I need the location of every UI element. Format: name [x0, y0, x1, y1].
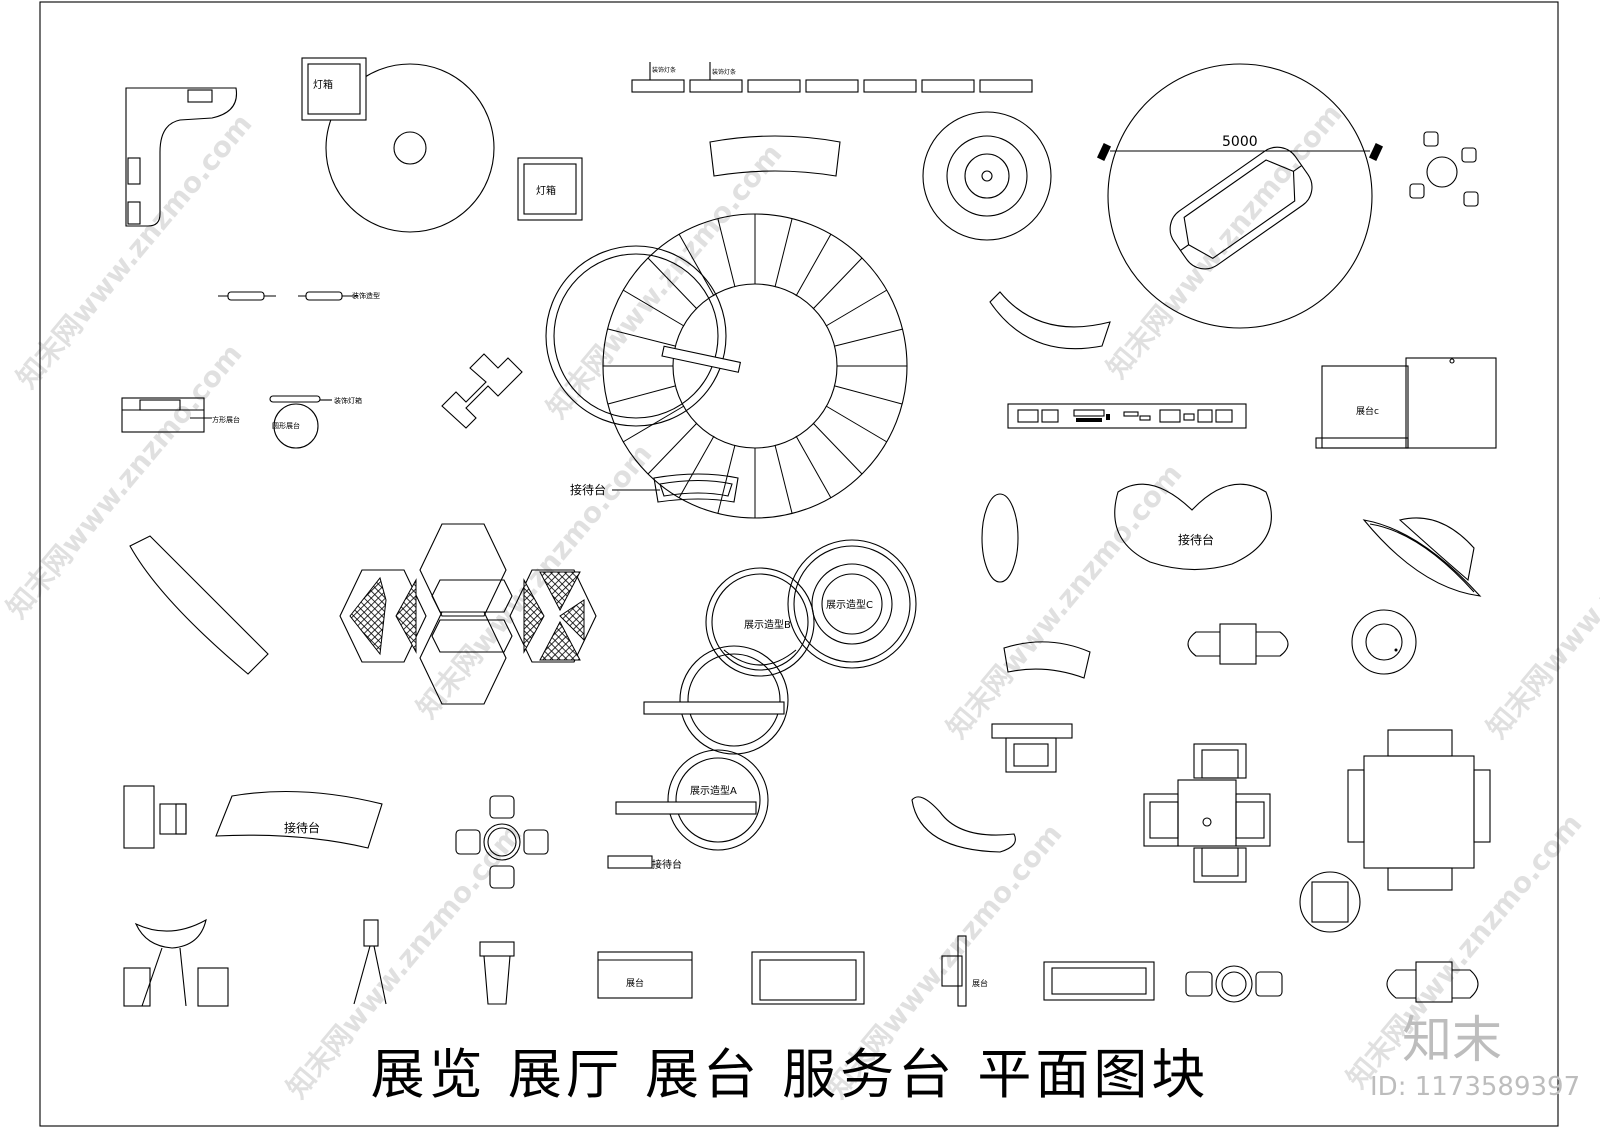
watermark: 知末网www.znzmo.com [1480, 457, 1600, 744]
display-form-b: 展示造型B [705, 567, 815, 677]
stand-c-label: 展台c [1356, 405, 1379, 417]
reception-label: 接待台 [1178, 532, 1214, 547]
round-stand-large: 灯箱 [301, 57, 495, 233]
dimension-label: 5000 [1222, 134, 1258, 150]
round-table-two-chairs [1185, 965, 1283, 1003]
watermark: 知末网www.znzmo.com [410, 437, 658, 724]
table-two-chairs [1187, 623, 1289, 665]
square-table-round [1299, 871, 1361, 933]
display-form-c: 展示造型C [787, 539, 917, 669]
sheet-title: 展览 展厅 展台 服务台 平面图块 [370, 1043, 1210, 1106]
long-table-box [1043, 961, 1155, 1001]
brand-logo-text: 知末 [1402, 1011, 1502, 1069]
round-stand-label: 圆形展台 [272, 421, 300, 430]
table-chair-bottom-right [1386, 961, 1479, 1003]
saucer-display [1362, 517, 1482, 597]
light-strip-row: 装饰灯条 装饰灯条 [631, 62, 1033, 93]
step-block [441, 353, 523, 429]
concentric-round-stand [922, 111, 1052, 241]
hexagon-display-cluster [339, 523, 597, 705]
curved-reception-desk: 接待台 [215, 790, 383, 849]
desk-with-chair [123, 785, 187, 849]
watermarks: 知末网www.znzmo.com 知末网www.znzmo.com 知末网www… [0, 97, 1600, 1104]
round-stand-small: 装饰灯箱 圆形展台 [269, 395, 362, 449]
long-table [129, 535, 269, 675]
decor-lamp-label: 装饰灯箱 [334, 396, 362, 405]
control-panel [1007, 403, 1247, 429]
brand-id-text: ID: 1173589397 [1370, 1072, 1581, 1102]
stand-label: 展台 [626, 977, 644, 989]
arc-counter [989, 291, 1111, 350]
decor-pole-label: 装饰造型 [352, 291, 380, 300]
lamp-box: 灯箱 [517, 157, 583, 221]
sheet-border [39, 1, 1559, 1127]
bar-stool-set [123, 918, 229, 1007]
curved-counter [709, 135, 841, 177]
display-b-label: 展示造型B [744, 618, 791, 631]
floor-lamp [353, 919, 387, 1005]
stand-c: 展台c [1315, 357, 1497, 449]
strip-label: 装饰灯条 [712, 68, 736, 76]
watermark: 知末网www.znzmo.com [540, 137, 788, 424]
spiral-display-stage: 接待台 [545, 213, 908, 519]
reception-label: 接待台 [652, 858, 682, 871]
ring-stand [1351, 609, 1417, 675]
decorative-poles: 装饰造型 [218, 291, 380, 301]
round-table-four-chairs-mid [455, 795, 549, 889]
reception-label: 接待台 [284, 820, 320, 835]
reception-desk-curved: 接待台 [1114, 483, 1272, 571]
round-table-four-chairs [1409, 131, 1479, 207]
oval-table [981, 493, 1019, 583]
watermark: 知末网www.znzmo.com [940, 457, 1188, 744]
strip-label: 装饰灯条 [652, 66, 676, 74]
reception-label: 接待台 [570, 482, 606, 497]
square-table-four-chairs-large [1347, 729, 1491, 891]
car-display-circle: 5000 [1096, 63, 1384, 329]
lamp-box-label: 灯箱 [536, 184, 556, 197]
square-stand-label: 方形展台 [212, 415, 240, 424]
square-table-four-chairs [1143, 743, 1271, 883]
wall-stand: 展台 [941, 935, 988, 1007]
display-form-a: 展示造型A [615, 749, 769, 851]
display-form-mid [643, 645, 789, 755]
curved-counter-small [1003, 641, 1091, 679]
lamp-box-label: 灯箱 [313, 78, 333, 91]
small-reception: 接待台 [607, 855, 682, 871]
display-a-label: 展示造型A [690, 784, 737, 797]
trash-bin [479, 941, 515, 1005]
long-bench-box [751, 951, 865, 1005]
stand-box: 展台 [597, 951, 693, 999]
l-shaped-counter [125, 87, 238, 227]
display-c-label: 展示造型C [826, 598, 873, 611]
stand-label: 展台 [972, 978, 988, 988]
square-stand: 方形展台 [121, 397, 240, 433]
small-bench [991, 723, 1073, 773]
curved-bench [911, 796, 1016, 853]
